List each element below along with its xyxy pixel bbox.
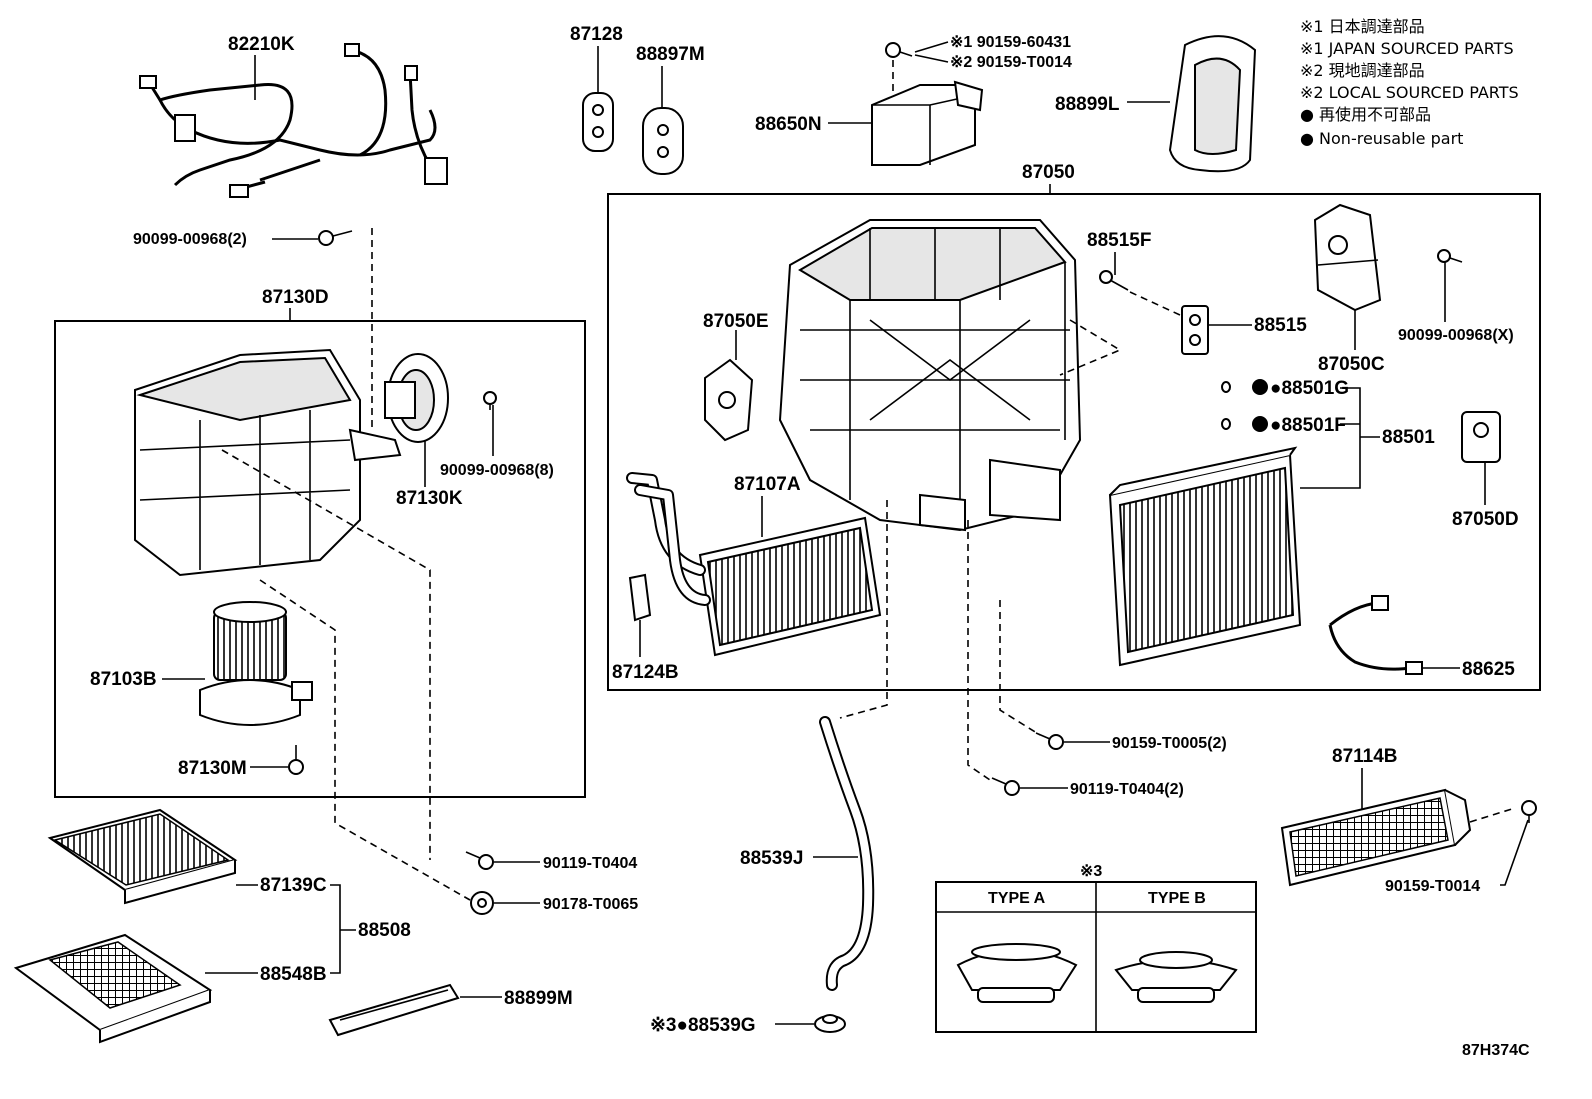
label-87050D: 87050D	[1452, 509, 1519, 530]
group-box-87050	[607, 193, 1541, 691]
label-88501: 88501	[1382, 427, 1435, 448]
legend-line-6: ● Non-reusable part	[1300, 129, 1463, 148]
hvac-housing[interactable]	[778, 219, 1082, 532]
label-90159-60431: ※1 90159-60431	[950, 34, 1071, 51]
label-87050E: 87050E	[703, 311, 769, 332]
type-a-label: TYPE A	[988, 890, 1046, 907]
grommet-88539G[interactable]	[814, 1014, 846, 1033]
label-87128: 87128	[570, 24, 623, 45]
cover-88899L[interactable]	[1168, 35, 1257, 173]
label-90099-00968-X: 90099-00968(X)	[1398, 327, 1514, 344]
legend-line-5: ● 再使用不可部品	[1300, 105, 1431, 124]
filter-case-88548B[interactable]	[13, 933, 213, 1044]
label-90178-T0065: 90178-T0065	[543, 896, 638, 913]
label-88539G: ※3●88539G	[650, 1015, 756, 1036]
legend-line-3: ※2 現地調達部品	[1300, 61, 1425, 80]
screw-88650N[interactable]	[885, 42, 913, 58]
label-87103B: 87103B	[90, 669, 157, 690]
evaporator-88501[interactable]	[1108, 446, 1302, 667]
label-88625: 88625	[1462, 659, 1515, 680]
bolt-90099-00968-X[interactable]	[1437, 249, 1463, 263]
screw-90159-T0014[interactable]	[1521, 800, 1537, 823]
screw-90159-T0005[interactable]	[1035, 732, 1064, 750]
sensor-88625[interactable]	[1328, 595, 1423, 675]
bolt-90119-T0404[interactable]	[465, 851, 494, 870]
label-88508: 88508	[358, 920, 411, 941]
bolt-90099-00968-8[interactable]	[483, 391, 497, 410]
label-90119-T0404: 90119-T0404	[543, 855, 637, 872]
blower-cover-87130K[interactable]	[384, 353, 449, 443]
drain-hose-88539J[interactable]	[819, 716, 875, 991]
bolt-90119-T0404-2[interactable]	[991, 777, 1020, 796]
label-90159-T0014: 90159-T0014	[1385, 878, 1480, 895]
expansion-valve-88515[interactable]	[1181, 305, 1209, 355]
label-87130M: 87130M	[178, 758, 247, 779]
label-90159-T0005: 90159-T0005(2)	[1112, 735, 1227, 752]
air-filter-87139C[interactable]	[47, 808, 238, 905]
label-87107A: 87107A	[734, 474, 801, 495]
label-82210K: 82210K	[228, 34, 295, 55]
label-87139C: 87139C	[260, 875, 327, 896]
grommet-87128[interactable]	[582, 92, 614, 152]
label-88897M: 88897M	[636, 44, 705, 65]
label-87050C: 87050C	[1318, 354, 1385, 375]
group-box-87130D	[54, 320, 586, 798]
actuator-87050D[interactable]	[1461, 411, 1501, 463]
wire-harness-82210K[interactable]	[139, 43, 448, 198]
label-88899M: 88899M	[504, 988, 573, 1009]
o-ring-88501F[interactable]	[1221, 416, 1268, 432]
grommet-type-b	[1114, 951, 1238, 1003]
label-88501F: ●88501F	[1270, 415, 1346, 436]
types-mark: ※3	[1080, 863, 1102, 880]
label-87050: 87050	[1022, 162, 1075, 183]
label-88650N: 88650N	[755, 114, 822, 135]
grommet-type-a	[956, 943, 1078, 1003]
label-90099-00968-8: 90099-00968(8)	[440, 462, 554, 479]
bolt-90099-00968-2[interactable]	[318, 230, 353, 246]
legend-line-4: ※2 LOCAL SOURCED PARTS	[1300, 83, 1519, 102]
label-90099-00968-2: 90099-00968(2)	[133, 231, 247, 248]
actuator-87050E[interactable]	[704, 358, 754, 442]
legend-line-1: ※1 日本調達部品	[1300, 17, 1425, 36]
legend-line-2: ※1 JAPAN SOURCED PARTS	[1300, 39, 1514, 58]
bolt-88515F[interactable]	[1099, 270, 1129, 291]
label-87130D: 87130D	[262, 287, 329, 308]
type-table	[935, 881, 1257, 1033]
o-ring-88501G[interactable]	[1221, 379, 1268, 395]
label-87124B: 87124B	[612, 662, 679, 683]
label-87114B: 87114B	[1332, 746, 1398, 767]
blower-case[interactable]	[134, 348, 402, 577]
seal-88899M[interactable]	[328, 983, 460, 1037]
ecu-88650N[interactable]	[871, 80, 984, 166]
label-88515: 88515	[1254, 315, 1307, 336]
blower-motor-87103B[interactable]	[199, 601, 313, 726]
label-88899L: 88899L	[1055, 94, 1120, 115]
label-87130K: 87130K	[396, 488, 463, 509]
screw-87130M[interactable]	[288, 745, 304, 775]
legend: ※1 日本調達部品 ※1 JAPAN SOURCED PARTS ※2 現地調達…	[1300, 17, 1519, 148]
type-b-label: TYPE B	[1148, 890, 1206, 907]
clip-87124B[interactable]	[628, 573, 652, 622]
label-88501G: ●88501G	[1270, 378, 1349, 399]
grille-87114B[interactable]	[1280, 788, 1472, 887]
heater-core-87107A[interactable]	[626, 472, 882, 657]
label-88539J: 88539J	[740, 848, 803, 869]
label-90119-T0404-2: 90119-T0404(2)	[1070, 781, 1184, 798]
pad-88897M[interactable]	[642, 107, 684, 175]
figure-code: 87H374C	[1462, 1042, 1530, 1059]
actuator-87050C[interactable]	[1313, 203, 1382, 312]
label-90159-T0014-top: ※2 90159-T0014	[950, 54, 1072, 71]
nut-90178-T0065[interactable]	[470, 891, 494, 915]
label-88548B: 88548B	[260, 964, 327, 985]
label-88515F: 88515F	[1087, 230, 1151, 251]
